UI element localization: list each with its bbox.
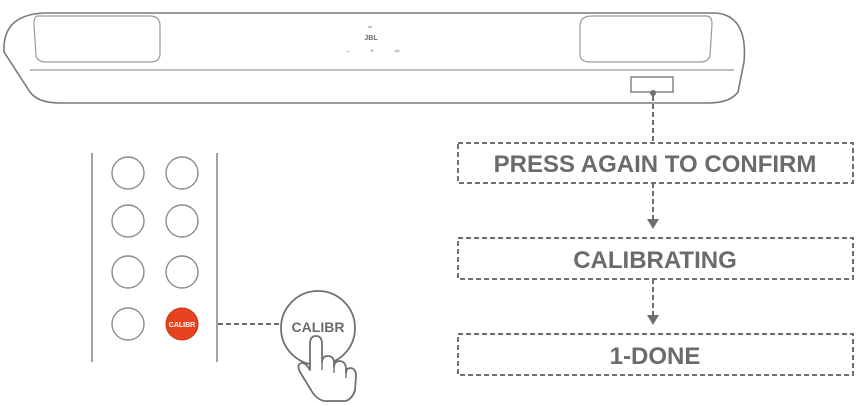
soundbar-display bbox=[630, 76, 674, 93]
step-box-calibrating bbox=[457, 237, 854, 280]
step-box-confirm bbox=[457, 142, 854, 184]
hand-pointer-icon bbox=[297, 335, 357, 402]
remote-button bbox=[165, 156, 199, 190]
step-label-done: 1-DONE bbox=[610, 343, 701, 370]
step-label-confirm: PRESS AGAIN TO CONFIRM bbox=[494, 151, 817, 178]
soundbar-volume-up: + bbox=[370, 48, 374, 55]
soundbar-left-panel bbox=[33, 15, 161, 63]
calibration-steps: PRESS AGAIN TO CONFIRM CALIBRATING 1-DON… bbox=[457, 90, 854, 376]
soundbar: JBL – + ∞ bbox=[3, 12, 746, 104]
arrow-down-icon bbox=[647, 315, 659, 325]
callout-label: CALIBR bbox=[292, 319, 345, 335]
soundbar-brand-logo: JBL bbox=[364, 35, 378, 42]
soundbar-body bbox=[3, 12, 746, 104]
remote-button bbox=[111, 255, 145, 289]
calibr-callout: CALIBR bbox=[280, 290, 356, 366]
soundbar-right-panel bbox=[579, 15, 713, 63]
display-anchor-dot bbox=[650, 90, 656, 96]
step-label-calibrating: CALIBRATING bbox=[573, 247, 737, 274]
soundbar-link-control: ∞ bbox=[395, 48, 400, 55]
remote-calibr-button[interactable] bbox=[165, 307, 199, 341]
remote-button bbox=[111, 204, 145, 238]
remote-calibr-button-label: CALIBR bbox=[169, 322, 195, 329]
remote-button bbox=[165, 204, 199, 238]
step-box-done bbox=[457, 333, 854, 376]
soundbar-volume-down: – bbox=[346, 48, 350, 55]
arrow-down-icon bbox=[647, 219, 659, 229]
remote-button bbox=[111, 307, 145, 341]
remote-button bbox=[165, 255, 199, 289]
remote-control: CALIBR bbox=[91, 153, 218, 362]
remote-button bbox=[111, 156, 145, 190]
